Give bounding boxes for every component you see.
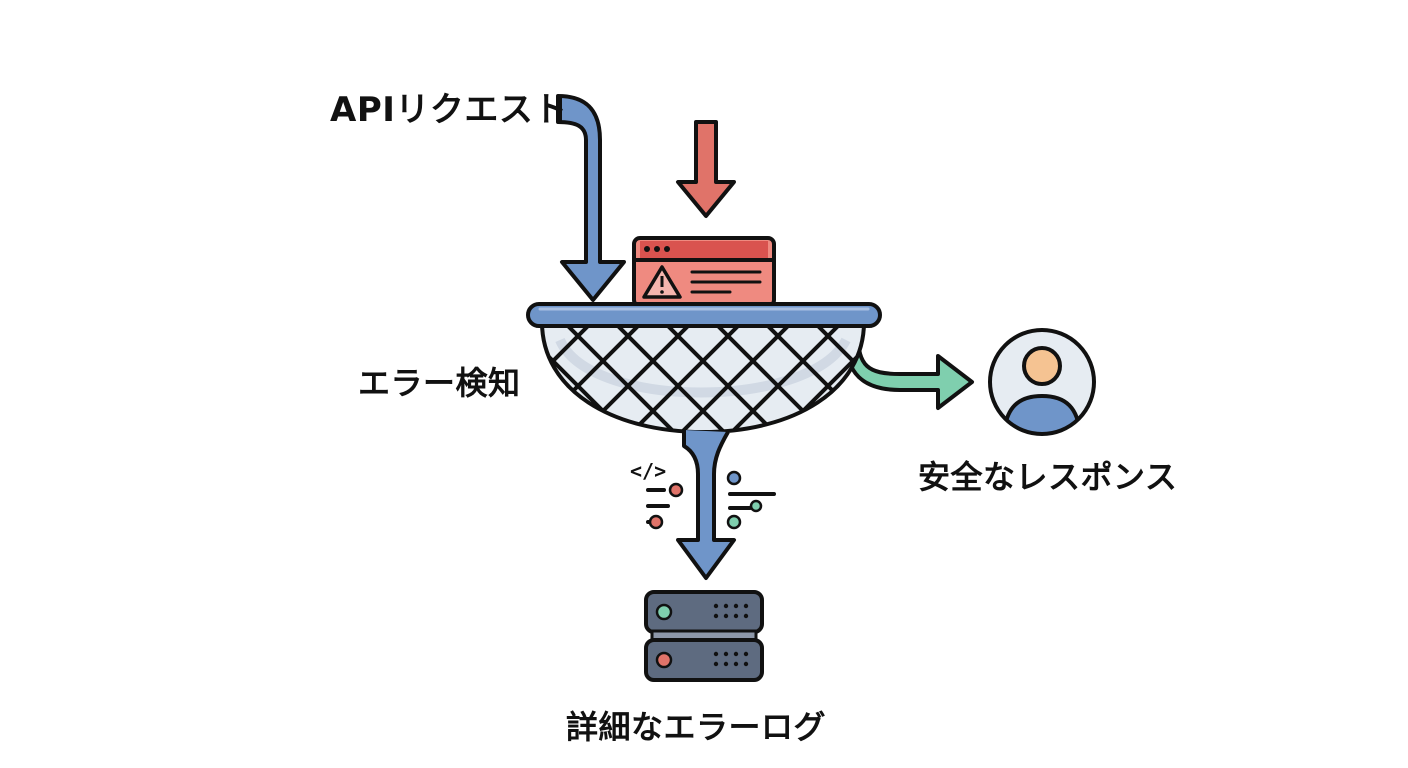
log-arrow-icon (676, 430, 736, 580)
server-icon (644, 590, 764, 682)
user-avatar-icon (988, 328, 1096, 436)
safe-response-label: 安全なレスポンス (918, 458, 1178, 496)
catch-net-icon (526, 302, 882, 435)
code-glyph: </> (630, 459, 666, 483)
error-arrow-icon (676, 120, 736, 218)
response-arrow-icon (844, 332, 974, 410)
warning-icon (642, 265, 682, 299)
request-arrow-icon (556, 94, 626, 302)
detailed-error-log-label: 詳細なエラーログ (566, 708, 827, 746)
error-detection-label: エラー検知 (358, 364, 521, 402)
code-decoration: </> (630, 459, 776, 530)
error-window-icon (632, 236, 776, 308)
api-request-label: APIリクエスト (330, 90, 568, 130)
